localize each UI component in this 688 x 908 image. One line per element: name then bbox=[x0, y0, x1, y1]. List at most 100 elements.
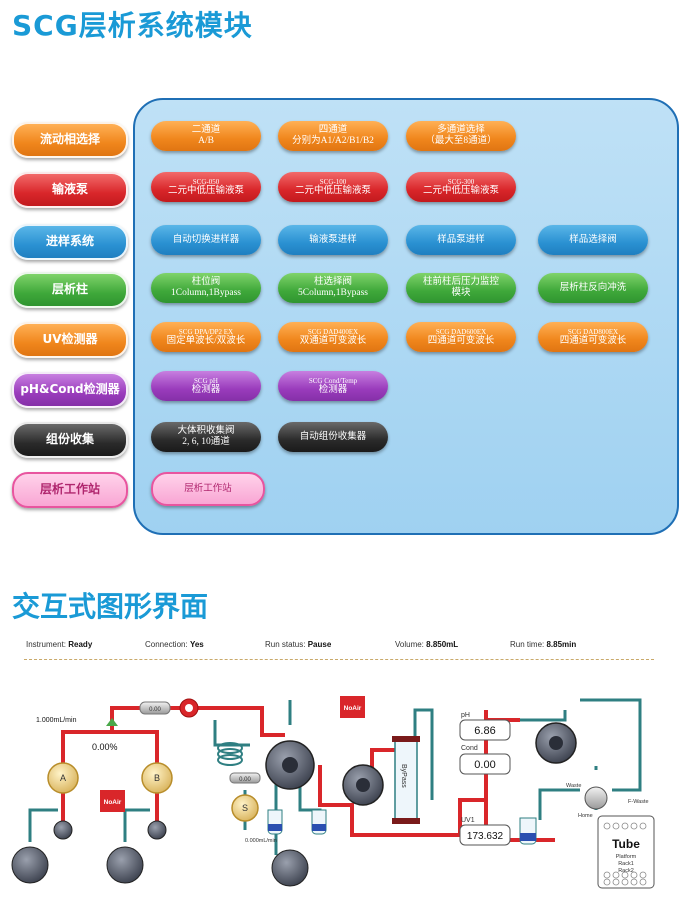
column-cap-top bbox=[392, 736, 420, 742]
sample-loop-icon bbox=[217, 742, 243, 766]
uv-value: 173.632 bbox=[467, 831, 504, 842]
mixer-center bbox=[185, 704, 193, 712]
module-line-1: SCG-050 bbox=[192, 177, 220, 186]
module-scg-dad400ex[interactable]: SCG DAD400EX 双通道可变波长 bbox=[278, 322, 388, 352]
cond-display bbox=[459, 753, 511, 775]
ph-display bbox=[459, 719, 511, 741]
module-scg-050[interactable]: SCG-050 二元中低压输液泵 bbox=[151, 172, 261, 202]
pressure-value: 0.00 bbox=[149, 707, 161, 713]
module-reverse-flush[interactable]: 层析柱反向冲洗 bbox=[538, 273, 648, 303]
module-line-1: 柱选择阀 bbox=[313, 277, 352, 288]
module-pump-injection[interactable]: 输液泵进样 bbox=[278, 225, 388, 255]
sample-bottle-2-fill bbox=[312, 824, 326, 831]
module-line-2: 二元中低压输液泵 bbox=[167, 185, 244, 196]
module-line-2: 固定单波长/双波长 bbox=[166, 335, 246, 346]
module-two-channel[interactable]: 二通道 A/B bbox=[151, 121, 261, 151]
module-panel bbox=[133, 98, 679, 535]
category-ph-cond-detector[interactable]: pH&Cond检测器 bbox=[12, 372, 128, 408]
status-instrument-value: Ready bbox=[68, 640, 93, 649]
tube-rack[interactable] bbox=[597, 815, 655, 889]
module-multi-channel[interactable]: 多通道选择 （最大至8通道） bbox=[406, 121, 516, 151]
module-sample-select-valve[interactable]: 样品选择阀 bbox=[538, 225, 648, 255]
module-line-2: 二元中低压输液泵 bbox=[422, 185, 499, 196]
module-scg-ph[interactable]: SCG pH 检测器 bbox=[151, 371, 261, 401]
noair-sensor-1 bbox=[100, 790, 125, 812]
uv-display bbox=[459, 824, 511, 846]
module-line-1: SCG DAD400EX bbox=[307, 327, 359, 336]
module-large-volume-valve[interactable]: 大体积收集阀 2, 6, 10通道 bbox=[151, 422, 261, 452]
status-run-status-value: Pause bbox=[307, 640, 332, 649]
module-auto-injector[interactable]: 自动切换进样器 bbox=[151, 225, 261, 255]
module-workstation[interactable]: 层析工作站 bbox=[151, 472, 265, 506]
status-instrument-label: Instrument: bbox=[26, 640, 67, 649]
category-mobile-phase[interactable]: 流动相选择 bbox=[12, 122, 128, 158]
module-scg-dp-ex[interactable]: SCG DPA/DP2 EX 固定单波长/双波长 bbox=[151, 322, 261, 352]
percent-value: 0.00% bbox=[92, 742, 118, 752]
module-line-1: SCG-300 bbox=[447, 177, 475, 186]
module-scg-cond-temp[interactable]: SCG Cond/Temp 检测器 bbox=[278, 371, 388, 401]
category-injection[interactable]: 进样系统 bbox=[12, 224, 128, 260]
home-label: Home bbox=[578, 813, 593, 819]
sample-valve-icon[interactable] bbox=[271, 849, 309, 887]
inlet-valve-b-icon[interactable] bbox=[147, 820, 167, 840]
module-line-2: 检测器 bbox=[191, 384, 221, 395]
status-connection-label: Connection: bbox=[145, 640, 188, 649]
injection-valve-center bbox=[282, 757, 298, 773]
status-connection: Connection: Yes bbox=[145, 640, 204, 649]
category-pump[interactable]: 输液泵 bbox=[12, 172, 128, 208]
module-line-1: 自动切换进样器 bbox=[172, 234, 240, 245]
category-uv-detector[interactable]: UV检测器 bbox=[12, 322, 128, 358]
pump-b-icon[interactable] bbox=[141, 762, 173, 794]
module-pressure-monitor[interactable]: 柱前柱后压力监控 模块 bbox=[406, 273, 516, 303]
column-valve-center bbox=[356, 778, 370, 792]
status-volume-label: Volume: bbox=[395, 640, 424, 649]
solvent-valve-b-icon[interactable] bbox=[106, 846, 144, 884]
module-line-2: （最大至8通道） bbox=[425, 136, 497, 146]
gui-section-title: 交互式图形界面 bbox=[12, 590, 209, 623]
module-column-select-valve[interactable]: 柱选择阀 5Column,1Bypass bbox=[278, 273, 388, 303]
module-sample-pump-injection[interactable]: 样品泵进样 bbox=[406, 225, 516, 255]
sample-pump-icon[interactable] bbox=[231, 794, 259, 822]
module-column-valve[interactable]: 柱位阀 1Column,1Bypass bbox=[151, 273, 261, 303]
module-scg-dad800ex[interactable]: SCG DAD800EX 四通道可变波长 bbox=[538, 322, 648, 352]
module-scg-300[interactable]: SCG-300 二元中低压输液泵 bbox=[406, 172, 516, 202]
fraction-valve-icon[interactable] bbox=[584, 786, 608, 810]
sample-pressure-value: 0.00 bbox=[239, 777, 251, 783]
module-line-1: SCG-100 bbox=[319, 177, 347, 186]
noair-label-1: NoAir bbox=[104, 799, 122, 806]
status-run-status: Run status: Pause bbox=[265, 640, 331, 649]
pump-a-icon[interactable] bbox=[47, 762, 79, 794]
fwaste-label: F-Waste bbox=[628, 799, 649, 805]
noair-label-2: NoAir bbox=[344, 705, 362, 712]
noair-sensor-2 bbox=[340, 696, 365, 718]
module-line-1: 四通道 bbox=[318, 125, 348, 136]
pump-b-label: B bbox=[154, 773, 160, 783]
module-scg-dad600ex[interactable]: SCG DAD600EX 四通道可变波长 bbox=[406, 322, 516, 352]
module-line-2: 双通道可变波长 bbox=[299, 335, 367, 346]
waste-bottle-fill bbox=[520, 833, 536, 841]
category-column[interactable]: 层析柱 bbox=[12, 272, 128, 308]
module-scg-100[interactable]: SCG-100 二元中低压输液泵 bbox=[278, 172, 388, 202]
tube-line-rack2: Rack2 bbox=[618, 868, 634, 874]
module-line-2: 二元中低压输液泵 bbox=[294, 185, 371, 196]
ph-label: pH bbox=[461, 712, 470, 719]
category-workstation[interactable]: 层析工作站 bbox=[12, 472, 128, 508]
solvent-valve-a-icon[interactable] bbox=[11, 846, 49, 884]
category-fraction-collect[interactable]: 组份收集 bbox=[12, 422, 128, 458]
sample-pump-label: S bbox=[242, 803, 248, 813]
module-fraction-collector[interactable]: 自动组份收集器 bbox=[278, 422, 388, 452]
module-line-1: 柱位阀 bbox=[191, 277, 221, 288]
status-run-time-value: 8.85min bbox=[546, 640, 577, 649]
status-run-time-label: Run time: bbox=[510, 640, 545, 649]
cond-value: 0.00 bbox=[474, 759, 495, 771]
status-run-status-label: Run status: bbox=[265, 640, 306, 649]
module-line-1: 输液泵进样 bbox=[309, 234, 357, 245]
status-volume-value: 8.850mL bbox=[426, 640, 459, 649]
outlet-valve-center bbox=[549, 736, 563, 750]
module-four-channel[interactable]: 四通道 分别为A1/A2/B1/B2 bbox=[278, 121, 388, 151]
inlet-valve-a-icon[interactable] bbox=[53, 820, 73, 840]
module-line-2: 2, 6, 10通道 bbox=[182, 437, 230, 447]
gradient-valve-icon[interactable] bbox=[106, 718, 118, 726]
tube-line-platform: Platform bbox=[616, 854, 637, 860]
module-section-title: SCG层析系统模块 bbox=[12, 9, 253, 42]
